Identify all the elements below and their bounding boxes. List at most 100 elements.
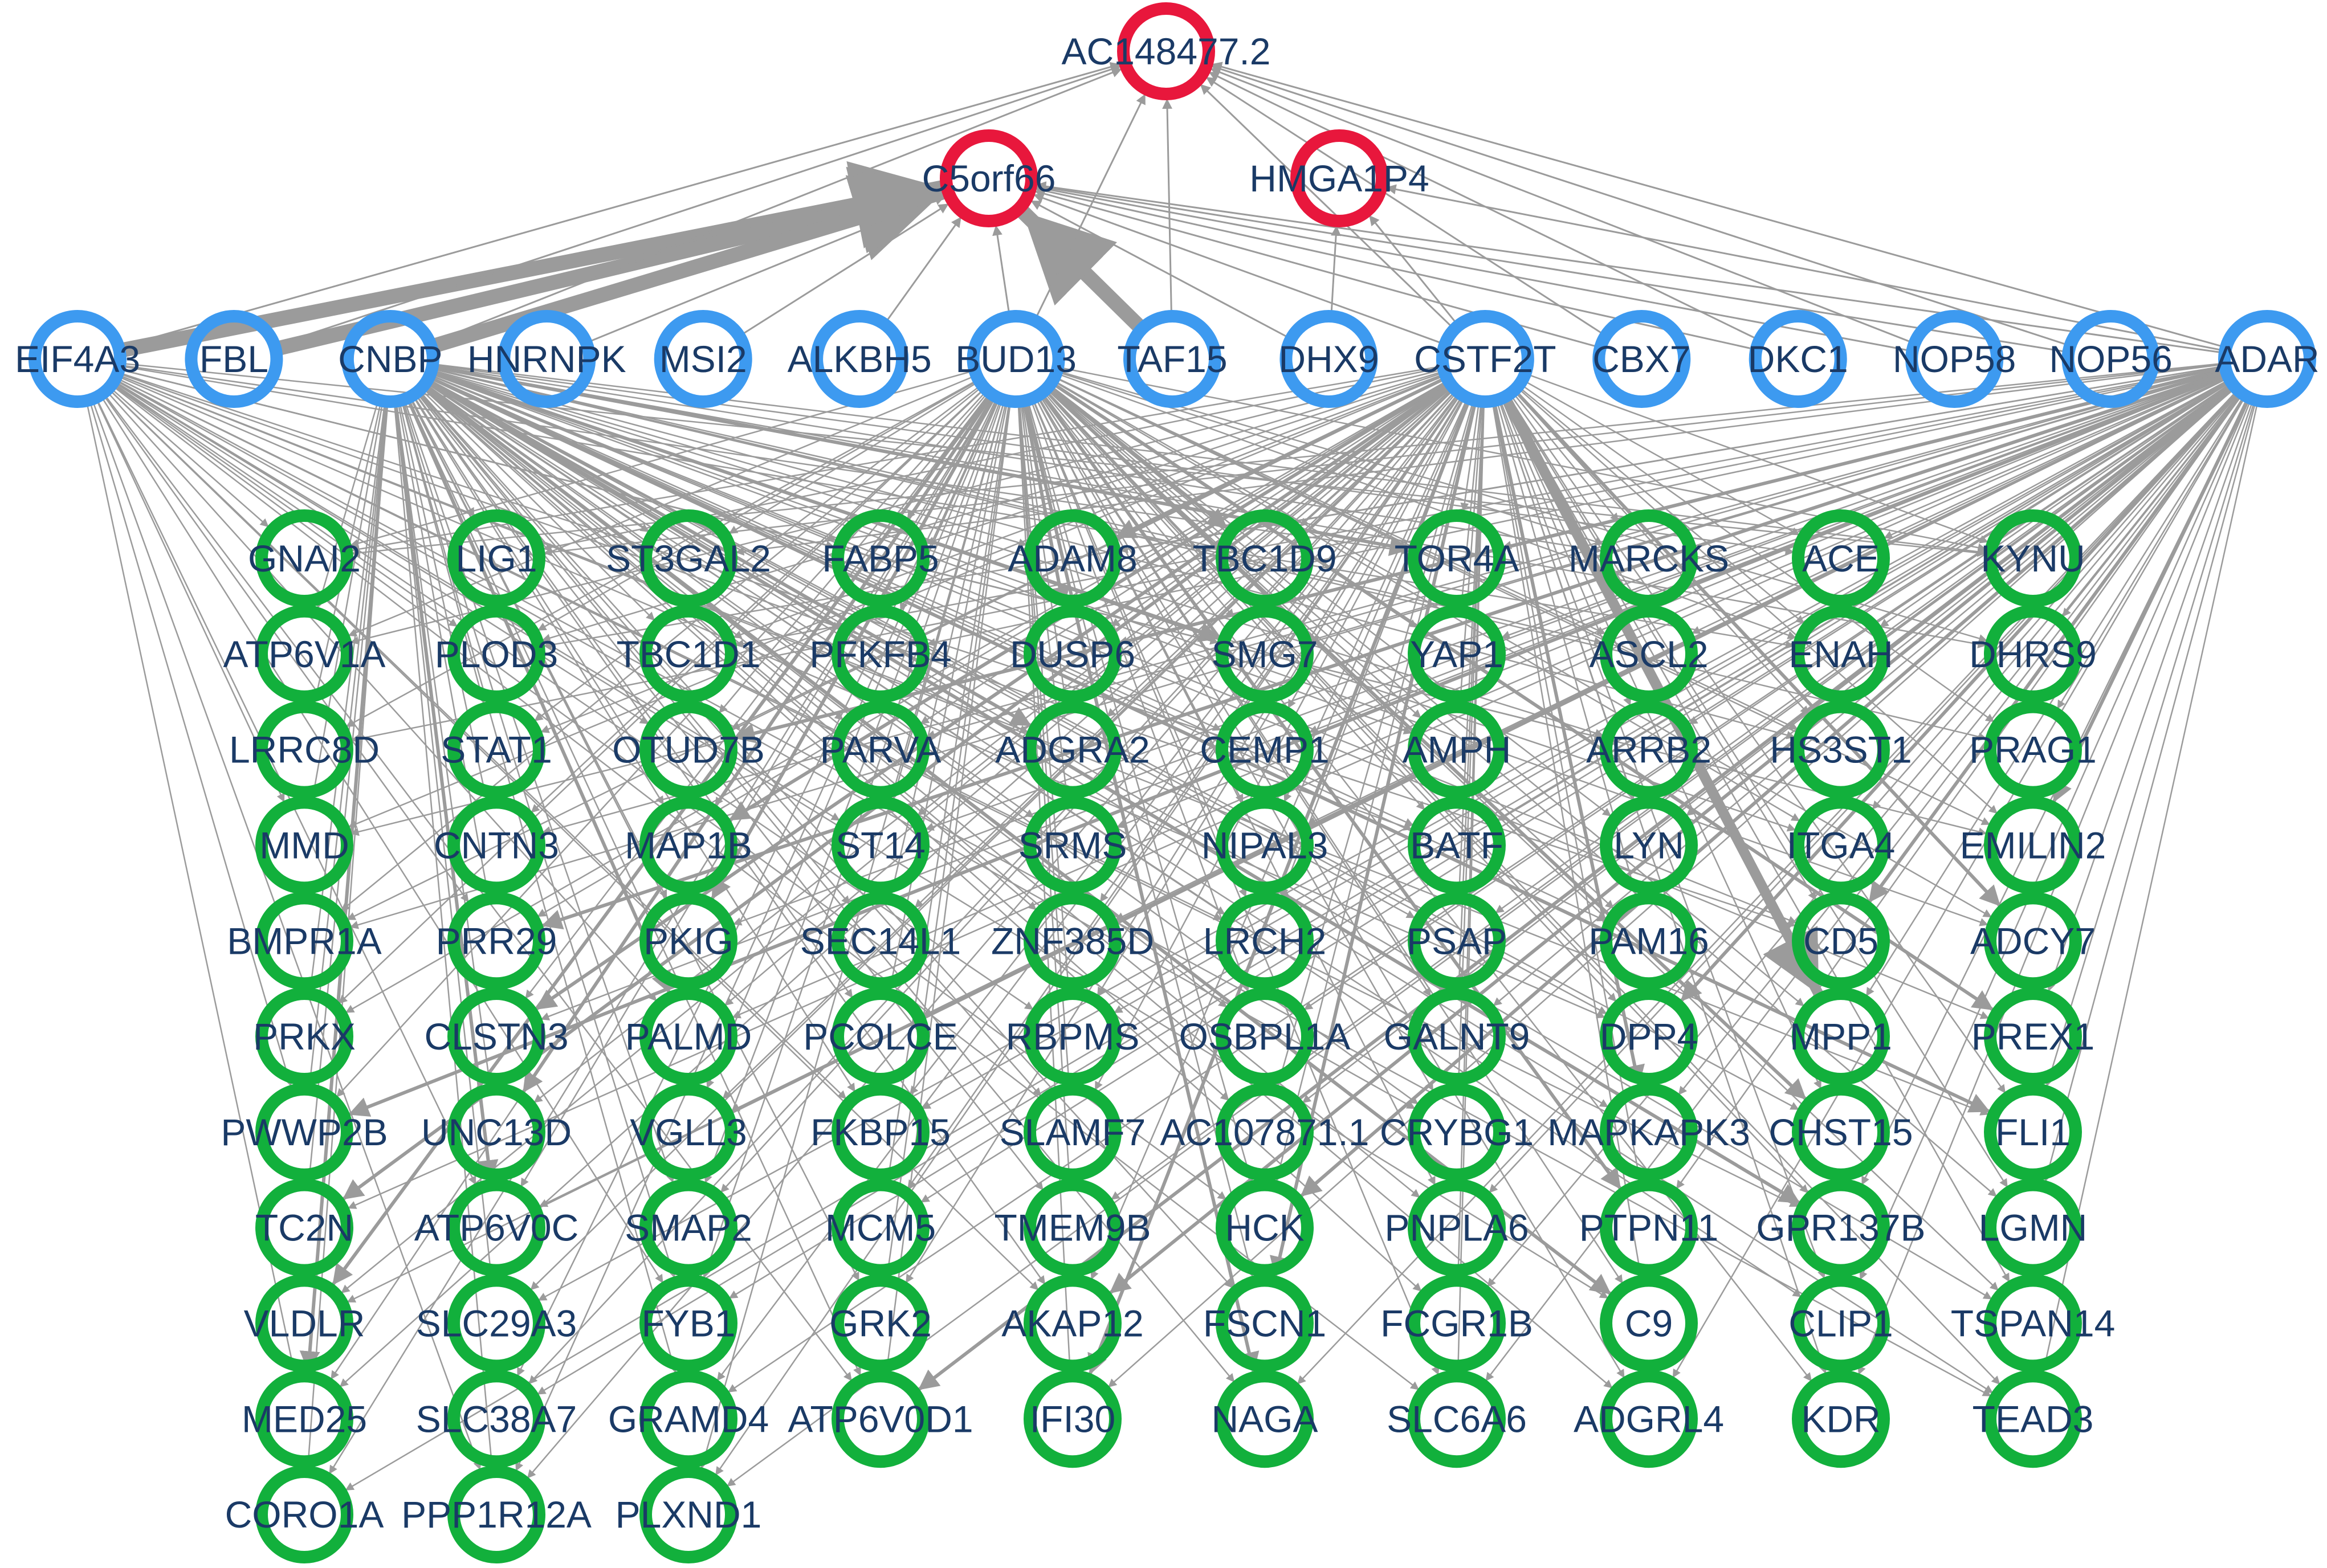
gene-node-ring	[1792, 892, 1890, 990]
rbp-node-ring	[1436, 310, 1534, 408]
gene-node-IFI30: IFI30	[1024, 1370, 1122, 1468]
gene-node-label: ITGA4	[1787, 824, 1896, 867]
gene-node-ring	[1792, 1083, 1890, 1181]
gene-node-label: RBPMS	[1006, 1015, 1140, 1057]
gene-node-BATF: BATF	[1408, 796, 1506, 895]
gene-node-ADAM8: ADAM8	[1008, 509, 1138, 607]
rbp-gene-edge-BUD13-to-CLSTN3	[524, 395, 989, 999]
gene-node-LRCH2: LRCH2	[1203, 892, 1326, 990]
gene-node-AC107871.1: AC107871.1	[1160, 1083, 1369, 1181]
rbp-gene-edge-BUD13-to-SLC38A7	[516, 400, 997, 1377]
gene-node-label: ENAH	[1788, 633, 1893, 675]
rbp-node-HNRNPK: HNRNPK	[467, 310, 626, 408]
gene-node-YAP1: YAP1	[1408, 605, 1506, 703]
gene-node-ASCL2: ASCL2	[1589, 605, 1709, 703]
rbp-node-ring	[1123, 310, 1221, 408]
rbp-lncrna-edge-BUD13-to-C5orf66	[992, 224, 1010, 314]
rbp-gene-edge-ADAR-to-PFKFB4	[926, 368, 2223, 647]
gene-node-label: SLC6A6	[1387, 1398, 1527, 1440]
rbp-lncrna-edge-ADAR-to-AC148477.2	[1211, 62, 2223, 348]
rbp-gene-edge-CNBP-to-STAT1	[401, 403, 486, 704]
rbp-gene-edge-CSTF2T-to-ACE	[1525, 381, 1800, 536]
rbp-node-TAF15: TAF15	[1117, 310, 1228, 408]
gene-node-PAM16: PAM16	[1588, 892, 1709, 990]
rbp-gene-edge-BUD13-to-TSPAN14	[1049, 390, 1999, 1292]
gene-node-ring	[639, 1370, 737, 1468]
rbp-gene-edge-BUD13-to-TBC1D9	[1050, 386, 1229, 530]
lncrna-node-ring	[1117, 2, 1215, 100]
gene-node-ring	[1600, 987, 1698, 1085]
rbp-gene-edge-ADAR-to-LGMN	[2043, 403, 2256, 1182]
gene-node-SLC38A7: SLC38A7	[416, 1370, 577, 1468]
gene-node-PKIG: PKIG	[639, 892, 737, 990]
gene-node-label: PTPN11	[1579, 1207, 1719, 1249]
rbp-node-ADAR: ADAR	[2215, 310, 2320, 408]
gene-node-ring	[1024, 1274, 1122, 1373]
rbp-lncrna-edge-CSTF2T-to-C5orf66	[1033, 193, 1442, 344]
rbp-gene-edge-ADAR-to-OSBPL1A	[1303, 384, 2230, 1011]
rbp-gene-edge-EIF4A3-to-PPP1R12A	[92, 402, 482, 1471]
gene-node-MAP1B: MAP1B	[625, 796, 752, 895]
gene-node-PRKX: PRKX	[253, 987, 356, 1085]
rbp-gene-edge-ADAR-to-ASCL2	[1691, 378, 2226, 635]
gene-node-ring	[255, 605, 353, 703]
gene-node-NIPAL3: NIPAL3	[1201, 796, 1328, 895]
rbp-gene-edge-CSTF2T-to-SLC38A7	[528, 392, 1454, 1385]
rbp-gene-edge-BUD13-to-SRMS	[1020, 405, 1071, 799]
rbp-lncrna-edge-TAF15-to-C5orf66	[1017, 206, 1145, 332]
gene-node-ring	[1600, 509, 1698, 607]
rbp-gene-edge-CSTF2T-to-ADCY7	[1515, 391, 2002, 908]
gene-node-ring	[1600, 892, 1698, 990]
rbp-gene-edge-CSTF2T-to-NIPAL3	[1283, 401, 1467, 803]
gene-node-ring	[1024, 796, 1122, 895]
gene-node-ring	[1984, 892, 2082, 990]
rbp-gene-edge-CNBP-to-TEAD3	[429, 383, 1994, 1394]
gene-node-label: MPP1	[1790, 1015, 1892, 1057]
gene-node-ring	[1024, 987, 1122, 1085]
gene-node-label: KYNU	[1980, 537, 2085, 579]
gene-node-ring	[639, 796, 737, 895]
gene-node-ring	[447, 1083, 545, 1181]
rbp-gene-edge-EIF4A3-to-CRYBG1	[117, 381, 1416, 1110]
gene-node-ring	[639, 1465, 737, 1563]
gene-node-GALNT9: GALNT9	[1384, 987, 1530, 1085]
rbp-gene-edge-BUD13-to-VLDLR	[331, 395, 990, 1287]
gene-node-label: HCK	[1225, 1207, 1304, 1249]
gene-node-ST3GAL2: ST3GAL2	[606, 509, 771, 607]
gene-node-ADGRA2: ADGRA2	[995, 700, 1150, 799]
rbp-gene-edge-CSTF2T-to-TOR4A	[1460, 405, 1480, 512]
rbp-gene-edge-ADAR-to-CLSTN3	[540, 374, 2224, 1020]
gene-node-PLXND1: PLXND1	[616, 1465, 761, 1563]
gene-node-SEC14L1: SEC14L1	[800, 892, 961, 990]
rbp-node-CBX7: CBX7	[1592, 310, 1690, 408]
rbp-lncrna-edge-NOP56-to-C5orf66	[1035, 182, 2065, 353]
gene-node-ring	[447, 509, 545, 607]
rbp-lncrna-edge-MSI2-to-C5orf66	[741, 203, 949, 335]
gene-node-label: PALMD	[625, 1015, 752, 1057]
gene-node-label: NAGA	[1211, 1398, 1318, 1440]
gene-node-PALMD: PALMD	[625, 987, 752, 1085]
gene-node-ring	[1600, 1274, 1698, 1373]
gene-node-ring	[1792, 509, 1890, 607]
gene-node-ring	[832, 605, 930, 703]
rbp-node-ring	[2061, 310, 2160, 408]
gene-node-ring	[1216, 892, 1314, 990]
gene-node-ring	[1216, 509, 1314, 607]
gene-node-label: ZNF385D	[991, 920, 1154, 962]
rbp-gene-edge-CSTF2T-to-ENAH	[1520, 387, 1805, 624]
gene-node-ring	[1408, 796, 1506, 895]
gene-node-OTUD7B: OTUD7B	[612, 700, 765, 799]
rbp-gene-edge-ADAR-to-HCK	[1299, 387, 2234, 1198]
gene-node-label: FLI1	[1995, 1111, 2071, 1153]
gene-node-TC2N: TC2N	[255, 1178, 353, 1277]
gene-node-ring	[832, 1083, 930, 1181]
rbp-gene-edge-ADAR-to-LYN	[1685, 387, 2232, 817]
rbp-gene-edge-BUD13-to-DUSP6	[1022, 403, 1070, 608]
rbp-node-label: NOP58	[1893, 338, 2016, 380]
gene-node-CNTN3: CNTN3	[434, 796, 559, 895]
rbp-gene-edge-CNBP-to-LIG1	[411, 399, 475, 517]
rbp-gene-edge-CNBP-to-PRAG1	[435, 369, 1987, 741]
rbp-node-DHX9: DHX9	[1278, 310, 1379, 408]
gene-node-ring	[1216, 1178, 1314, 1277]
gene-node-ring	[1408, 1178, 1506, 1277]
